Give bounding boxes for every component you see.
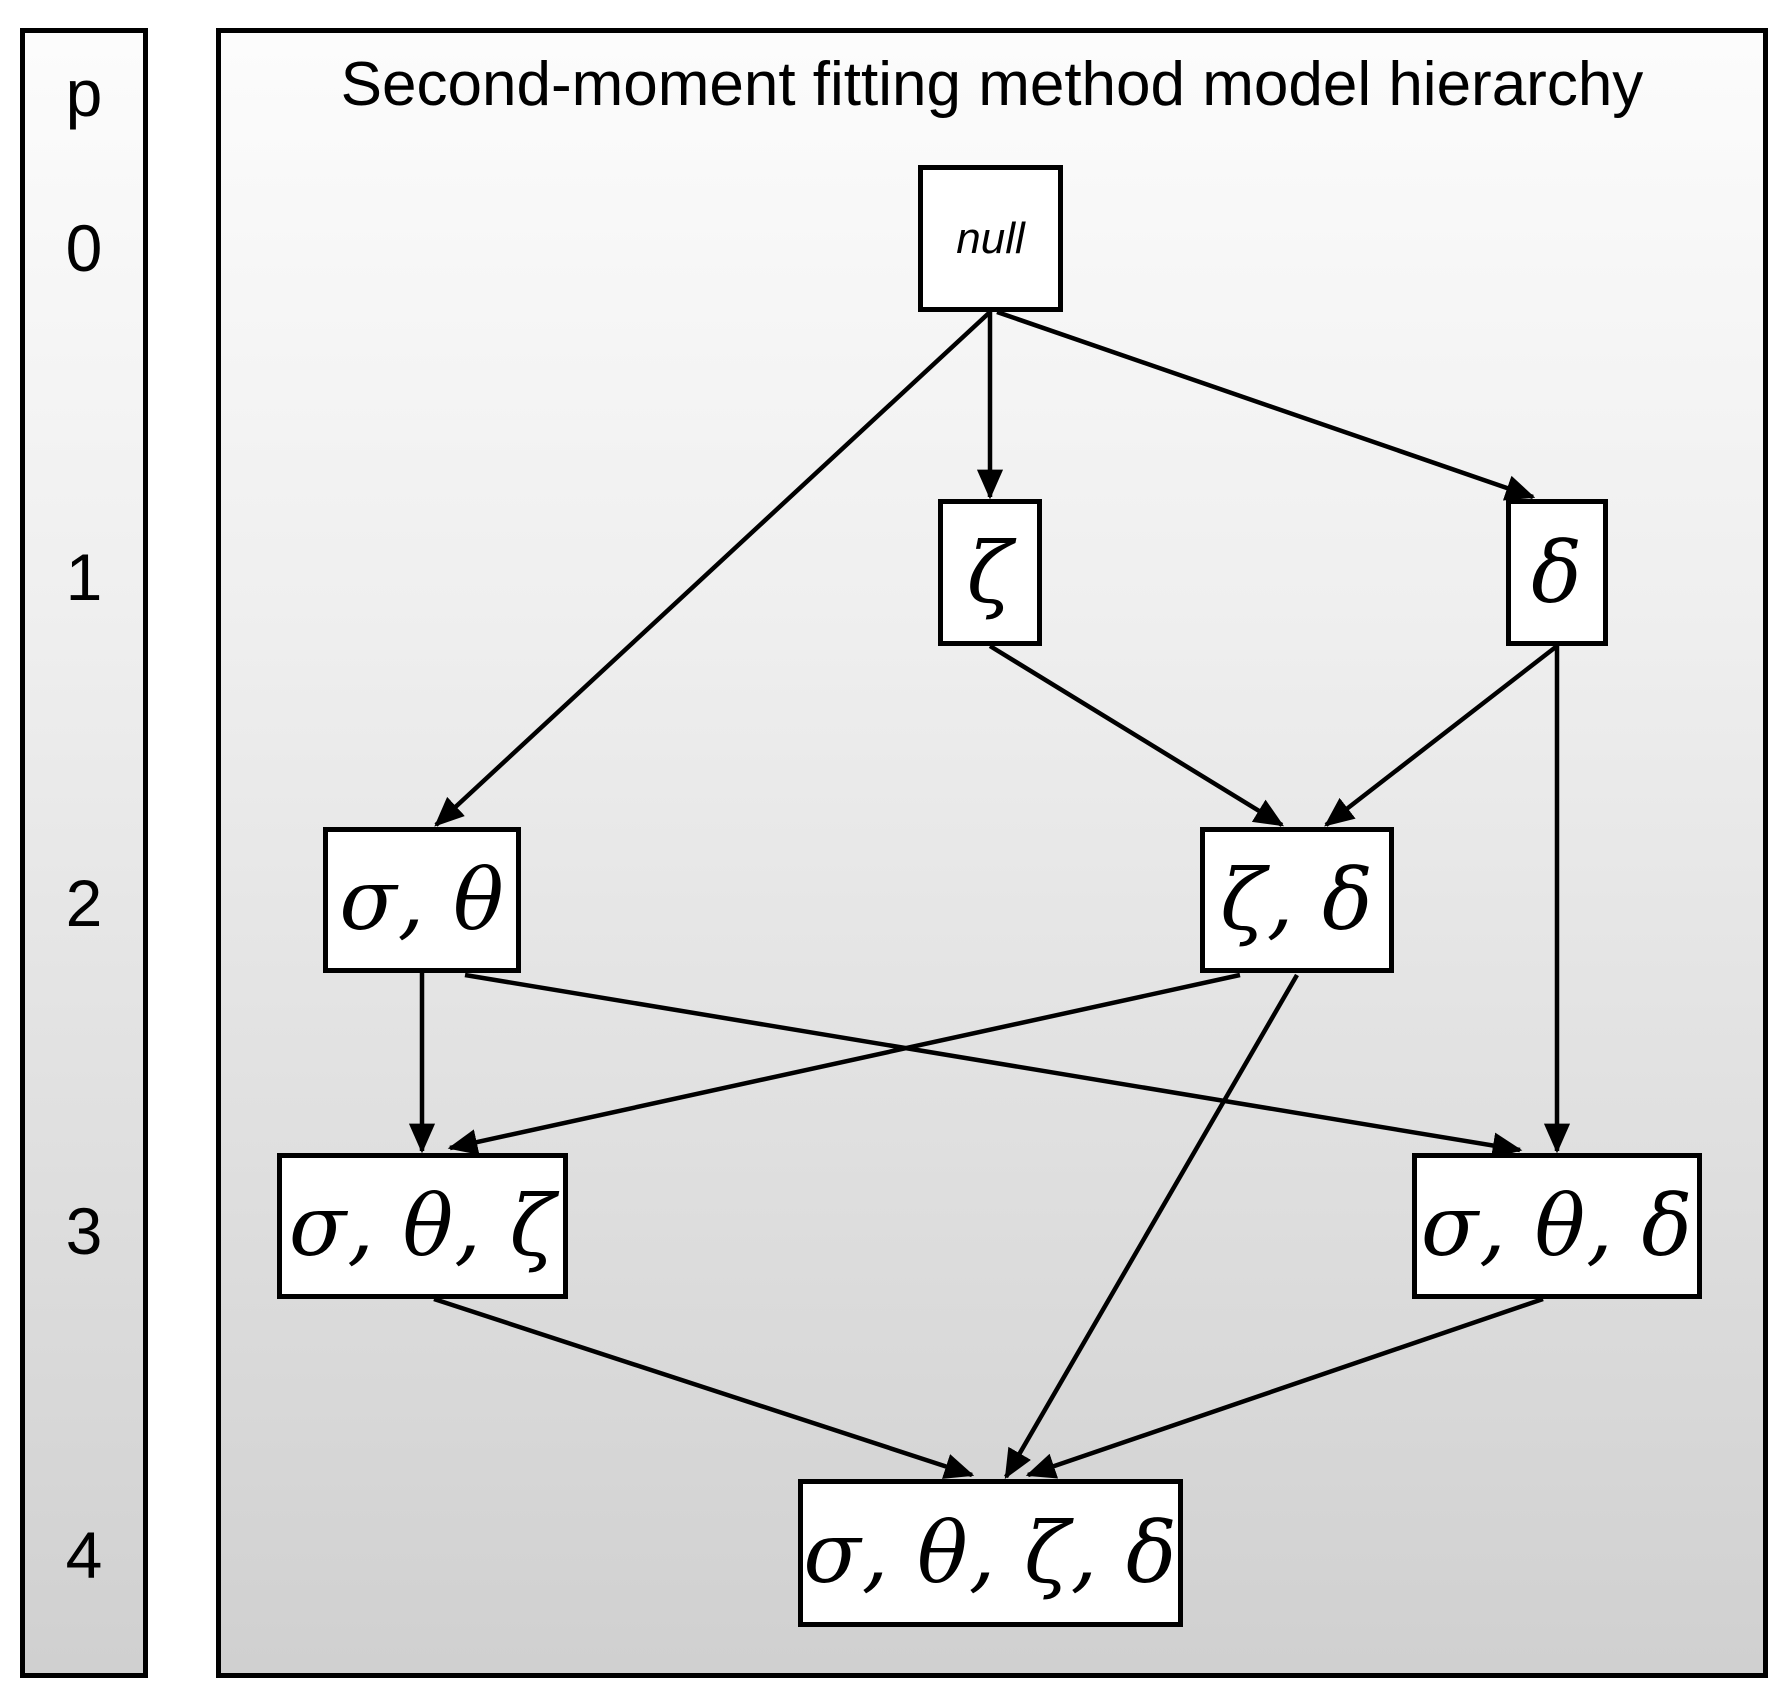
p-axis-tick-3: 3	[65, 1194, 103, 1268]
p-axis-tick-1: 1	[65, 540, 103, 614]
node-sigma-theta-zeta: σ, θ, ζ	[277, 1153, 568, 1299]
p-axis-tick-4: 4	[65, 1518, 103, 1592]
edge-sigma-theta-delta-to-sigma-theta-zeta-delta	[1025, 1296, 1544, 1479]
edge-null-to-sigma-theta	[434, 310, 992, 827]
edge-delta-to-zeta-delta	[1324, 644, 1559, 827]
edge-sigma-theta-to-sigma-theta-delta	[464, 972, 1523, 1159]
node-sigma-theta: σ, θ	[323, 827, 521, 973]
node-sigma-theta-zeta-delta: σ, θ, ζ, δ	[798, 1479, 1183, 1627]
node-zeta-delta: ζ, δ	[1200, 827, 1394, 973]
p-axis-sidebar: p 0 1 2 3 4	[20, 28, 148, 1678]
edge-zeta-to-zeta-delta	[988, 644, 1285, 827]
edge-null-to-delta	[996, 309, 1536, 501]
p-axis-header: p	[65, 56, 103, 130]
hierarchy-panel: Second-moment fitting method model hiera…	[216, 28, 1768, 1678]
edge-zeta-delta-to-sigma-theta-zeta	[447, 972, 1241, 1155]
edge-zeta-delta-to-sigma-theta-zeta-delta	[1004, 973, 1299, 1480]
p-axis-tick-2: 2	[65, 866, 103, 940]
node-null: null	[918, 165, 1063, 312]
p-axis-tick-0: 0	[65, 211, 103, 285]
node-delta: δ	[1506, 499, 1608, 646]
diagram-title: Second-moment fitting method model hiera…	[340, 50, 1644, 119]
node-zeta: ζ	[938, 499, 1042, 646]
edge-layer	[408, 309, 1571, 1480]
edge-sigma-theta-zeta-to-sigma-theta-zeta-delta	[433, 1296, 975, 1479]
node-sigma-theta-delta: σ, θ, δ	[1412, 1153, 1702, 1299]
